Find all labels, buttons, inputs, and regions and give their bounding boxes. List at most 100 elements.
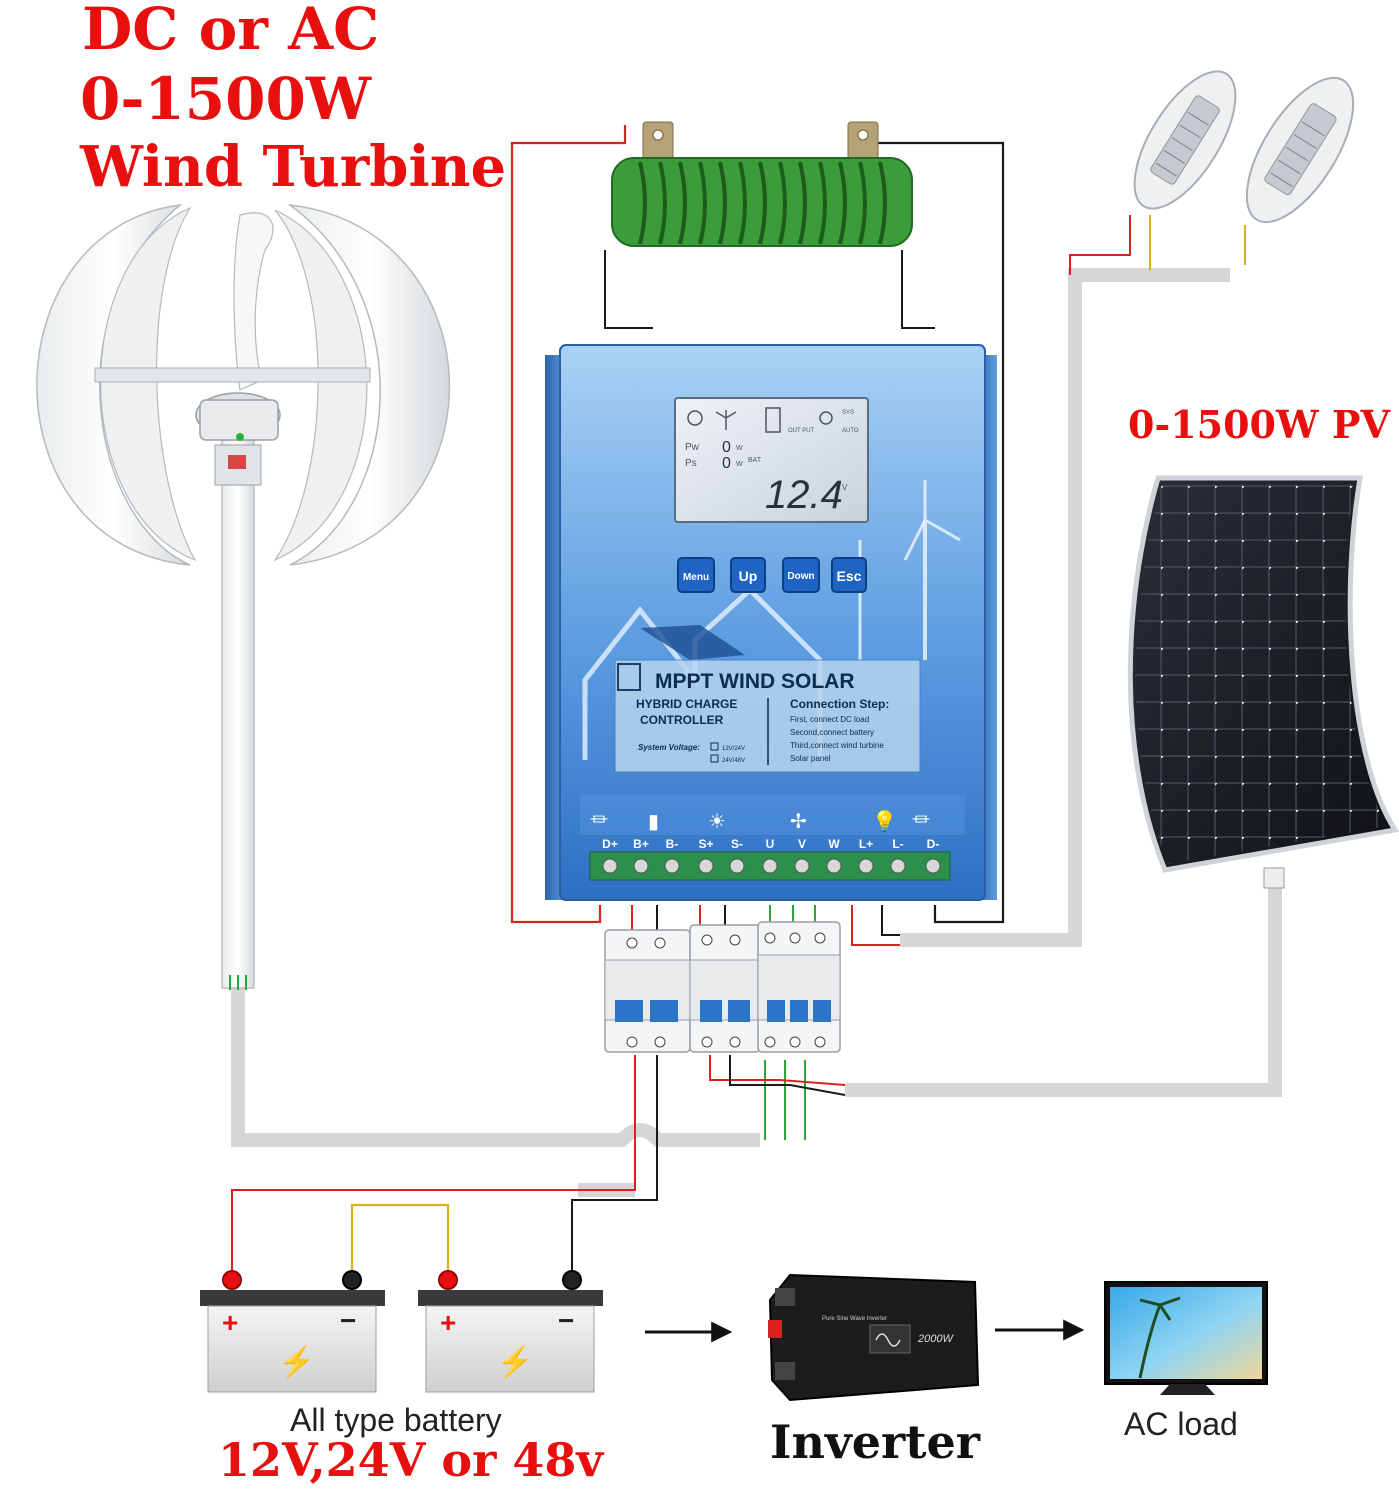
lcd-pw-label: Pw (685, 442, 700, 453)
pv-label: 0-1500W PV (1128, 402, 1390, 447)
battery-wire-black (571, 1055, 658, 1285)
controller-subtitle-2: CONTROLLER (640, 713, 724, 727)
up-button[interactable] (730, 557, 766, 593)
led-street-lamps (1133, 70, 1355, 224)
battery-caption: All type battery (290, 1402, 502, 1438)
connection-step-title: Connection Step: (790, 697, 889, 711)
inverter-label: Inverter (770, 1415, 980, 1469)
system-voltage-label: System Voltage: (638, 743, 700, 752)
circuit-breakers (604, 921, 841, 1053)
battery-1-minus: − (340, 1305, 356, 1336)
pv-wire-red (709, 1055, 846, 1086)
resistor-tab-right (847, 121, 879, 163)
dc-load-icon-left: ⏛ (590, 810, 608, 830)
inverter-rating: 2000W (917, 1333, 954, 1345)
turbine-blade-left-inner (100, 206, 197, 562)
esc-button-label: Esc (837, 568, 862, 584)
lcd-ps-value: 0 (722, 455, 731, 472)
turbine-blade-right-inner (273, 209, 368, 562)
controller-turbine-blades-art (903, 480, 961, 561)
controller-buttons: Menu Up Down Esc (677, 557, 867, 593)
terminal-label: W (828, 837, 840, 851)
lcd-pw-unit: W (736, 445, 743, 452)
terminal-label: S- (731, 837, 743, 851)
breaker-wind[interactable] (757, 921, 841, 1053)
terminal-screws (602, 858, 941, 874)
resistor-screw-right (857, 129, 869, 141)
dump-load-wire-red (510, 125, 627, 924)
lcd-voltage-value: 12.4 (765, 473, 843, 517)
breaker-battery[interactable] (604, 929, 691, 1053)
battery-2-minus: − (558, 1305, 574, 1336)
turbine-led-icon (236, 433, 244, 441)
controller-subtitle-1: HYBRID CHARGE (636, 697, 737, 711)
wind-turbine (36, 203, 451, 990)
pv-wire-black (729, 1055, 846, 1096)
terminal-label: S+ (698, 837, 713, 851)
ac-load-label: AC load (1124, 1406, 1238, 1442)
terminal-label: L- (892, 837, 903, 851)
inverter-fan-top (775, 1288, 795, 1306)
battery-voltage-label: 12V,24V or 48v (218, 1433, 604, 1487)
terminal-label: U (766, 837, 775, 851)
lcd-ps-unit: W (736, 461, 743, 468)
load-wire-black (881, 905, 900, 936)
pv-cable (845, 885, 1282, 1097)
solar-icon: ☀ (708, 811, 726, 833)
battery-wire-red (231, 1055, 636, 1285)
ac-load-tv (1104, 1281, 1268, 1395)
battery-2-plus: + (440, 1307, 456, 1338)
title-line-3: Wind Turbine (80, 134, 507, 200)
battery-2-bolt-icon: ⚡ (496, 1344, 533, 1380)
breaker-solar[interactable] (689, 924, 761, 1053)
controller-name: MPPT WIND SOLAR (655, 670, 855, 693)
battery-1-plus: + (222, 1307, 238, 1338)
lcd-screen (674, 397, 869, 523)
turbine-blade-right-outer (287, 203, 451, 566)
connection-step-2: Second,connect battery (790, 728, 874, 737)
resistor-body (611, 157, 913, 247)
battery-1: + − ⚡ (200, 1270, 385, 1393)
fan-icon: ✢ (790, 811, 807, 833)
turbine-label-tag (228, 455, 246, 469)
resistor-tab-left (642, 121, 674, 163)
terminal-label: D+ (602, 837, 618, 851)
solar-panel (1127, 475, 1399, 889)
inverter-sine-icon (875, 1333, 901, 1347)
menu-button-label: Menu (683, 572, 709, 583)
lcd-sun-icon (687, 410, 703, 426)
terminal-labels: D+ B+ B- S+ S- U V W L+ L- D- (602, 837, 939, 851)
hybrid-charge-controller: Pw Ps 0 0 W W BAT OUT PUT SYS AUTO 12.4 … (545, 344, 997, 901)
connection-step-3: Third,connect wind turbine (790, 741, 884, 750)
turbine-arm-bar (94, 367, 371, 383)
tv-screen (1110, 1287, 1262, 1379)
esc-button[interactable] (831, 557, 867, 593)
lcd-bulb-icon (819, 411, 833, 425)
lcd-auto-label: AUTO (842, 428, 859, 434)
lcd-sys-label: SYS (842, 410, 854, 416)
terminal-label: D- (927, 837, 940, 851)
controller-label-door-icon (617, 663, 641, 691)
up-button-label: Up (739, 568, 758, 584)
title-line-1: DC or AC (82, 0, 380, 63)
street-lamp-1 (1133, 70, 1237, 210)
down-button[interactable] (782, 557, 820, 593)
connection-step-4: Solar panel (790, 754, 831, 763)
dump-load-resistor (611, 121, 913, 247)
menu-button[interactable] (677, 557, 715, 593)
voltage-option-1-box (710, 742, 719, 751)
tv-stand (1160, 1384, 1215, 1395)
terminal-label: V (798, 837, 806, 851)
turbine-pole (221, 439, 255, 989)
terminal-icon-strip (580, 795, 965, 835)
connection-step-1: First, connect DC load (790, 715, 869, 724)
solar-panel-cells (1135, 484, 1388, 864)
tv-palm-tree-icon (1138, 1296, 1181, 1379)
dc-load-icon-right: ⏛ (912, 810, 930, 830)
lcd-voltage-unit: V (842, 483, 848, 492)
lcd-battery-icon (765, 407, 781, 433)
battery-bridge-wire (350, 1203, 450, 1285)
resistor-screw-left (652, 129, 664, 141)
street-lamp-2 (1245, 76, 1355, 224)
